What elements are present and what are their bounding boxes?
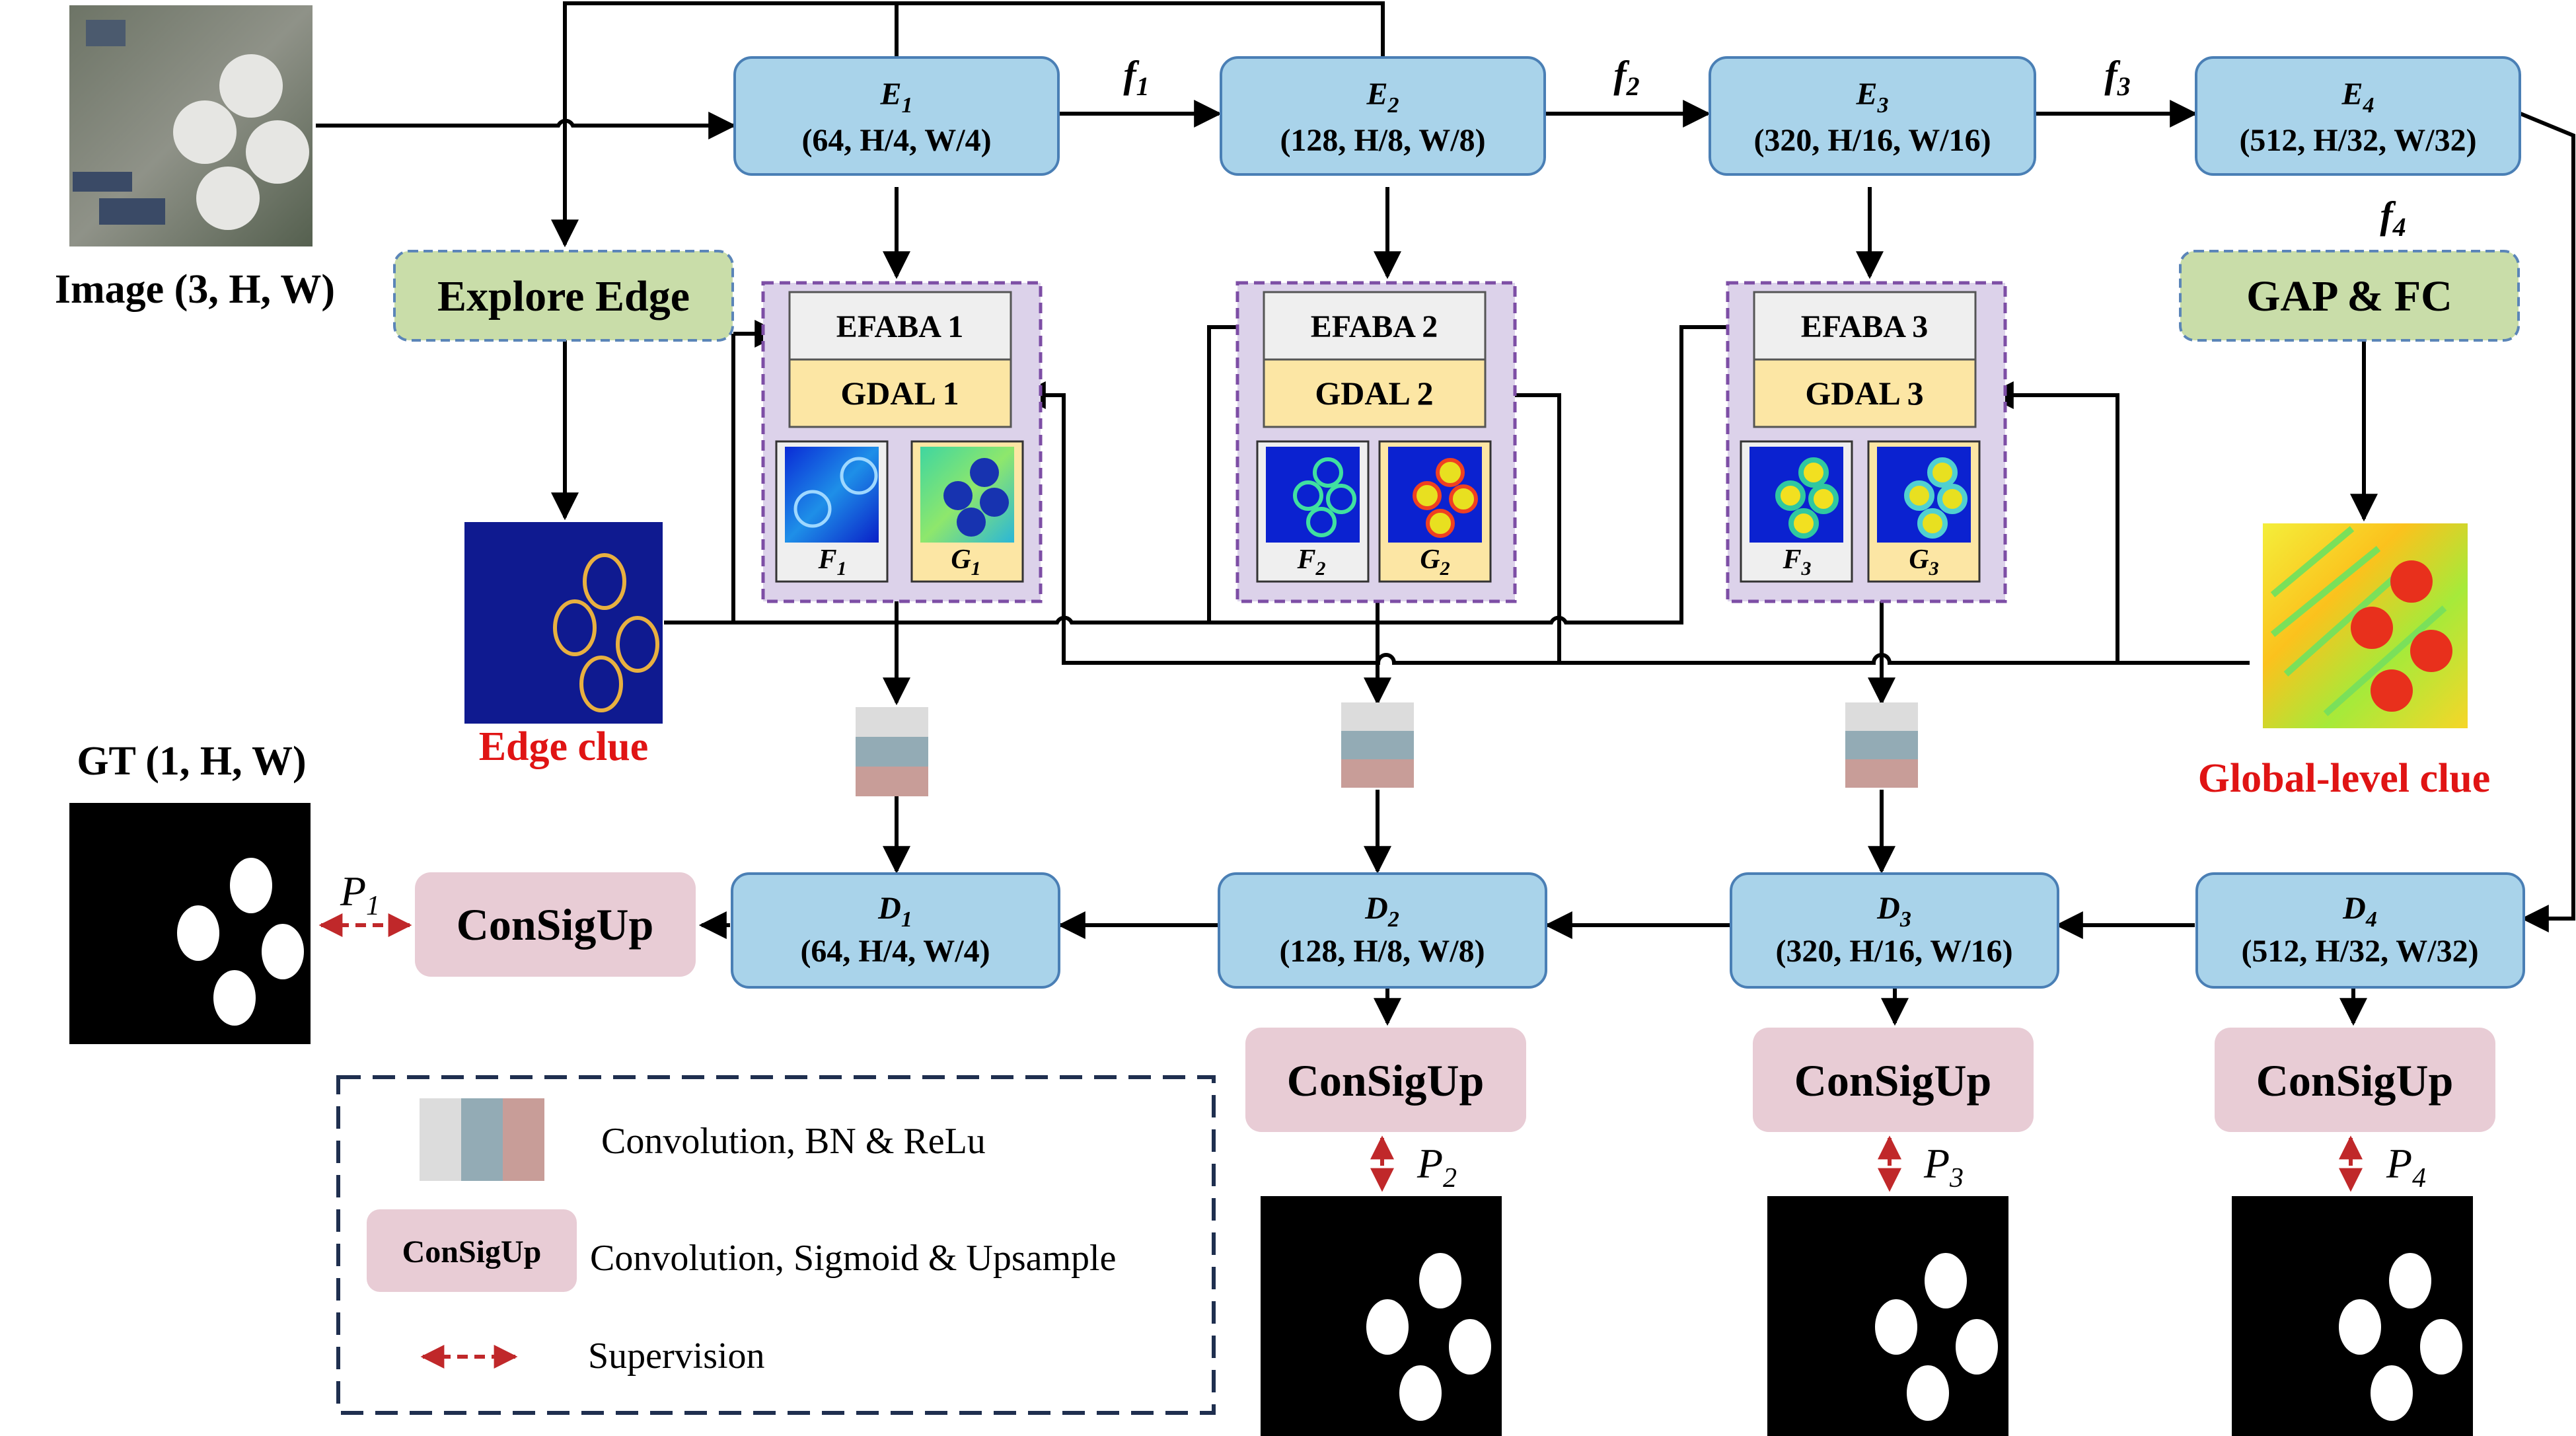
encoder-2-name: E [1366,77,1387,112]
explore-edge-label: Explore Edge [437,272,690,321]
connections [316,1,2575,1026]
conv-block-2 [1341,702,1414,788]
encoder-1-dims: (64, H/4, W/4) [801,123,991,158]
decoder-3-dims: (320, H/16, W/16) [1775,934,2012,969]
gap-fc-box: GAP & FC [2179,250,2520,342]
module-2: EFABA 2 GDAL 2 F2 G2 [1235,281,1517,603]
decoder-1-dims: (64, H/4, W/4) [800,934,990,969]
supervision-arrows [318,913,2363,1192]
decoder-4-name: D [2342,891,2366,926]
f1-label: F1 [817,545,846,580]
global-clue-image [2263,523,2468,728]
feature-label-2: f2 [1613,53,1639,101]
decoder-1-name: D [877,891,901,926]
svg-text:D1: D1 [877,891,912,932]
legend: Convolution, BN & ReLu ConSigUp Convolut… [336,1075,1216,1415]
input-image [69,5,313,246]
g3-label: G3 [1909,545,1938,580]
gt-mask [69,803,311,1044]
gap-fc-label: GAP & FC [2246,272,2452,321]
p4-label: P4 [2386,1140,2426,1193]
consigup-3: ConSigUp [1753,1028,2034,1132]
legend-consigup-swatch [367,1209,577,1292]
legend-supervision-text: Supervision [588,1336,765,1377]
encoder-1-name: E [879,77,901,112]
efaba-2-label: EFABA 2 [1311,309,1438,344]
decoder-4: D4 (512, H/32, W/32) [2195,872,2525,989]
consigup-1: ConSigUp [415,872,696,977]
svg-text:E3: E3 [1855,77,1888,118]
decoder-3-name: D [1876,891,1900,926]
f2-label: F2 [1296,545,1325,580]
consigup-4: ConSigUp [2215,1028,2495,1132]
input-label: Image (3, H, W) [55,267,335,312]
feature-label-1: f1 [1123,53,1149,101]
g1-label: G1 [951,545,980,580]
svg-text:ConSigUp: ConSigUp [1794,1055,1992,1106]
consigup-2: ConSigUp [1245,1028,1526,1132]
edge-clue-image [464,522,663,724]
svg-text:ConSigUp: ConSigUp [2256,1055,2454,1106]
p2-label: P2 [1417,1140,1457,1193]
legend-consigup-box-text: ConSigUp [402,1234,542,1269]
decoder-2: D2 (128, H/8, W/8) [1218,872,1547,989]
encoder-3: E3 (320, H/16, W/16) [1709,56,2036,176]
conv-block-3 [1845,702,1918,788]
gdal-2-label: GDAL 2 [1315,375,1433,412]
decoder-3: D3 (320, H/16, W/16) [1730,872,2059,989]
prediction-mask-4 [2232,1196,2473,1436]
module-1: EFABA 1 GDAL 1 F1 G1 [761,281,1043,603]
legend-conv-swatch [420,1098,544,1181]
decoder-1: D1 (64, H/4, W/4) [731,872,1060,989]
gt-label: GT (1, H, W) [77,739,306,784]
decoder-2-name: D [1364,891,1388,926]
encoder-4-name: E [2341,77,2363,112]
p3-label: P3 [1923,1140,1964,1193]
decoder-2-dims: (128, H/8, W/8) [1279,934,1485,969]
encoder-4-dims: (512, H/32, W/32) [2239,123,2476,158]
p1-label: P1 [340,868,380,921]
feature-label-4: f4 [2380,194,2406,242]
g2-label: G2 [1420,545,1450,580]
encoder-3-dims: (320, H/16, W/16) [1753,123,1991,158]
svg-text:E1: E1 [879,77,912,118]
efaba-1-label: EFABA 1 [836,309,963,344]
module-3: EFABA 3 GDAL 3 F3 G3 [1726,281,2007,603]
f3-label: F3 [1782,545,1811,580]
encoder-2: E2 (128, H/8, W/8) [1220,56,1546,176]
svg-text:ConSigUp: ConSigUp [457,899,654,950]
legend-conv-text: Convolution, BN & ReLu [601,1121,986,1162]
svg-text:D4: D4 [2342,891,2377,932]
svg-text:E4: E4 [2341,77,2374,118]
explore-edge-box: Explore Edge [393,250,734,342]
global-clue-label: Global-level clue [2198,756,2491,801]
gdal-3-label: GDAL 3 [1805,375,1923,412]
svg-text:ConSigUp: ConSigUp [1287,1055,1485,1106]
encoder-1: E1 (64, H/4, W/4) [733,56,1060,176]
edge-clue-label: Edge clue [479,724,649,769]
encoder-2-dims: (128, H/8, W/8) [1280,123,1485,158]
svg-text:D3: D3 [1876,891,1911,932]
efaba-3-label: EFABA 3 [1801,309,1928,344]
encoder-3-name: E [1855,77,1877,112]
legend-consigup-text: Convolution, Sigmoid & Upsample [590,1238,1116,1279]
encoder-4: E4 (512, H/32, W/32) [2195,56,2521,176]
svg-text:E2: E2 [1366,77,1399,118]
feature-label-3: f3 [2104,53,2130,101]
gdal-1-label: GDAL 1 [840,375,959,412]
prediction-mask-2 [1261,1196,1502,1436]
conv-block-1 [856,707,928,796]
decoder-4-dims: (512, H/32, W/32) [2241,934,2478,969]
svg-text:D2: D2 [1364,891,1399,932]
prediction-mask-3 [1767,1196,2008,1436]
